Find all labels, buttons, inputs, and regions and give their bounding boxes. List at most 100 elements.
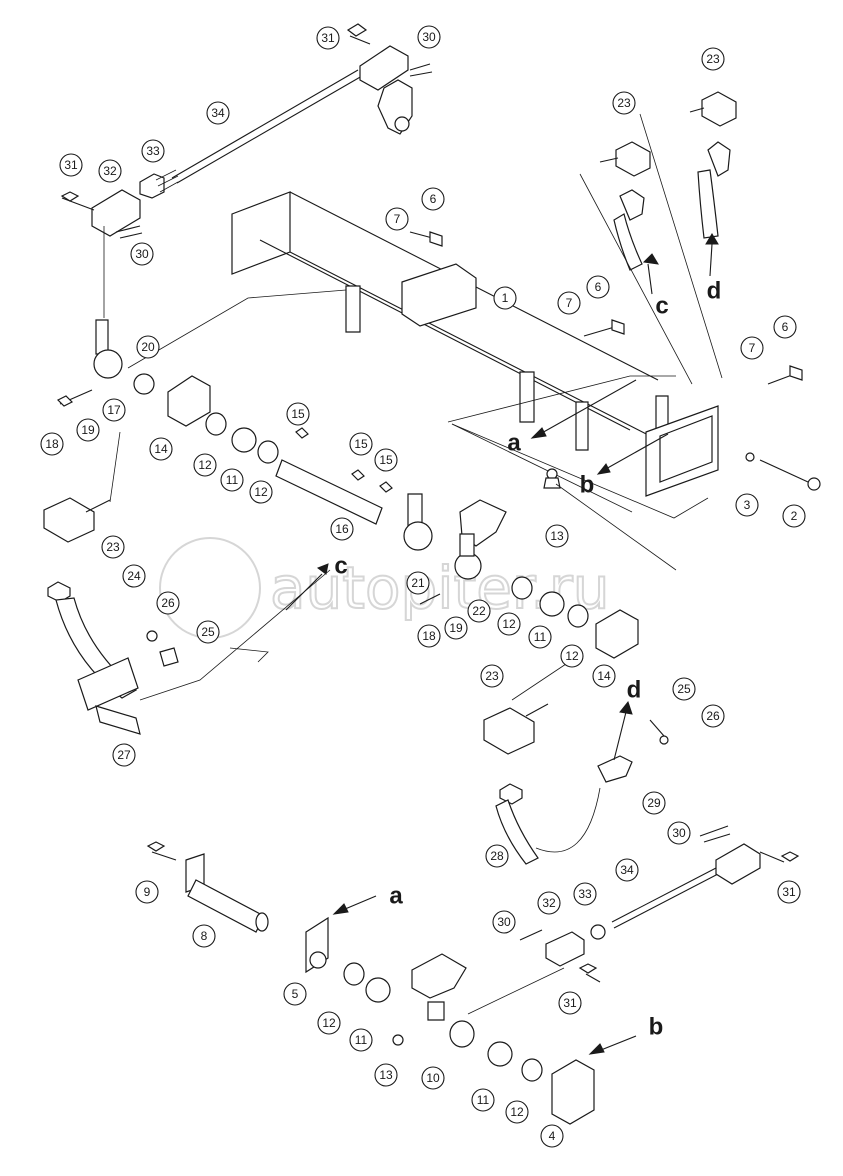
- callout-circle: [592, 664, 616, 688]
- callout-18: 18: [40, 432, 64, 456]
- callout-number: 26: [706, 709, 720, 723]
- callout-number: 17: [107, 403, 121, 417]
- callout-number: 25: [201, 625, 215, 639]
- callout-circle: [573, 882, 597, 906]
- reference-letter-b: b: [649, 1014, 664, 1041]
- callout-15: 15: [374, 448, 398, 472]
- callout-circle: [485, 844, 509, 868]
- callout-31: 31: [59, 153, 83, 177]
- callout-15: 15: [349, 432, 373, 456]
- callout-34: 34: [206, 101, 230, 125]
- reference-letter-a: a: [389, 883, 403, 910]
- callout-11: 11: [528, 625, 552, 649]
- callout-13: 13: [374, 1063, 398, 1087]
- callout-number: 31: [64, 158, 78, 172]
- callout-number: 20: [141, 340, 155, 354]
- callout-circle: [672, 677, 696, 701]
- callout-circle: [122, 564, 146, 588]
- callout-circle: [586, 275, 610, 299]
- callout-24: 24: [122, 564, 146, 588]
- callout-circle: [615, 858, 639, 882]
- callout-16: 16: [330, 517, 354, 541]
- callout-circle: [349, 432, 373, 456]
- callout-9: 9: [135, 880, 159, 904]
- callout-number: 11: [226, 473, 239, 487]
- callout-circle: [101, 535, 125, 559]
- callout-12: 12: [505, 1100, 529, 1124]
- callout-number: 12: [322, 1016, 336, 1030]
- callout-12: 12: [560, 644, 584, 668]
- callout-circle: [612, 91, 636, 115]
- callout-number: 6: [430, 192, 437, 206]
- callout-circle: [59, 153, 83, 177]
- callout-number: 9: [144, 885, 151, 899]
- callout-circle: [220, 468, 244, 492]
- callout-circle: [193, 453, 217, 477]
- callout-11: 11: [349, 1028, 373, 1052]
- callout-number: 18: [45, 437, 59, 451]
- callout-30: 30: [492, 910, 516, 934]
- callout-number: 19: [81, 423, 95, 437]
- callout-4: 4: [540, 1124, 564, 1148]
- callout-11: 11: [471, 1088, 495, 1112]
- callout-number: 11: [355, 1033, 368, 1047]
- callout-15: 15: [286, 402, 310, 426]
- callout-circle: [406, 571, 430, 595]
- callout-23: 23: [101, 535, 125, 559]
- callout-number: 31: [563, 996, 577, 1010]
- callout-number: 12: [565, 649, 579, 663]
- reference-letter-c: c: [655, 293, 668, 320]
- callout-14: 14: [149, 437, 173, 461]
- callout-circle: [156, 591, 180, 615]
- callout-circle: [701, 47, 725, 71]
- callout-number: 21: [411, 576, 425, 590]
- callout-circle: [667, 821, 691, 845]
- callout-33: 33: [141, 139, 165, 163]
- right-middle-parts: [483, 703, 669, 865]
- callout-number: 30: [422, 30, 436, 44]
- callout-circle: [735, 493, 759, 517]
- callout-circle: [740, 336, 764, 360]
- callout-circle: [417, 25, 441, 49]
- callout-number: 12: [198, 458, 212, 472]
- callout-number: 16: [335, 522, 349, 536]
- callout-circle: [701, 704, 725, 728]
- callout-number: 6: [595, 280, 602, 294]
- callout-10: 10: [421, 1066, 445, 1090]
- callout-number: 23: [485, 669, 499, 683]
- callout-27: 27: [112, 743, 136, 767]
- callout-number: 29: [647, 796, 661, 810]
- callout-circle: [467, 599, 491, 623]
- callout-circle: [642, 791, 666, 815]
- callout-29: 29: [642, 791, 666, 815]
- reference-letter-d: d: [627, 677, 642, 704]
- callout-30: 30: [130, 242, 154, 266]
- top-rod-assembly: [60, 23, 433, 318]
- reference-letter-a: a: [507, 430, 521, 457]
- callout-33: 33: [573, 882, 597, 906]
- callout-circle: [374, 448, 398, 472]
- callout-circle: [777, 880, 801, 904]
- callout-31: 31: [558, 991, 582, 1015]
- callout-19: 19: [76, 418, 100, 442]
- callout-number: 28: [490, 849, 504, 863]
- callout-2: 2: [782, 504, 806, 528]
- callout-13: 13: [545, 524, 569, 548]
- callout-number: 32: [103, 164, 117, 178]
- callout-22: 22: [467, 599, 491, 623]
- callout-circle: [286, 402, 310, 426]
- callout-number: 26: [161, 596, 175, 610]
- callout-number: 3: [744, 498, 751, 512]
- callout-number: 31: [782, 885, 796, 899]
- callout-31: 31: [316, 26, 340, 50]
- callout-number: 34: [620, 863, 634, 877]
- callout-circle: [537, 891, 561, 915]
- callout-number: 22: [472, 604, 486, 618]
- callout-number: 30: [497, 915, 511, 929]
- callout-circle: [112, 743, 136, 767]
- callout-number: 10: [426, 1071, 440, 1085]
- callout-number: 23: [617, 96, 631, 110]
- callout-circle: [773, 315, 797, 339]
